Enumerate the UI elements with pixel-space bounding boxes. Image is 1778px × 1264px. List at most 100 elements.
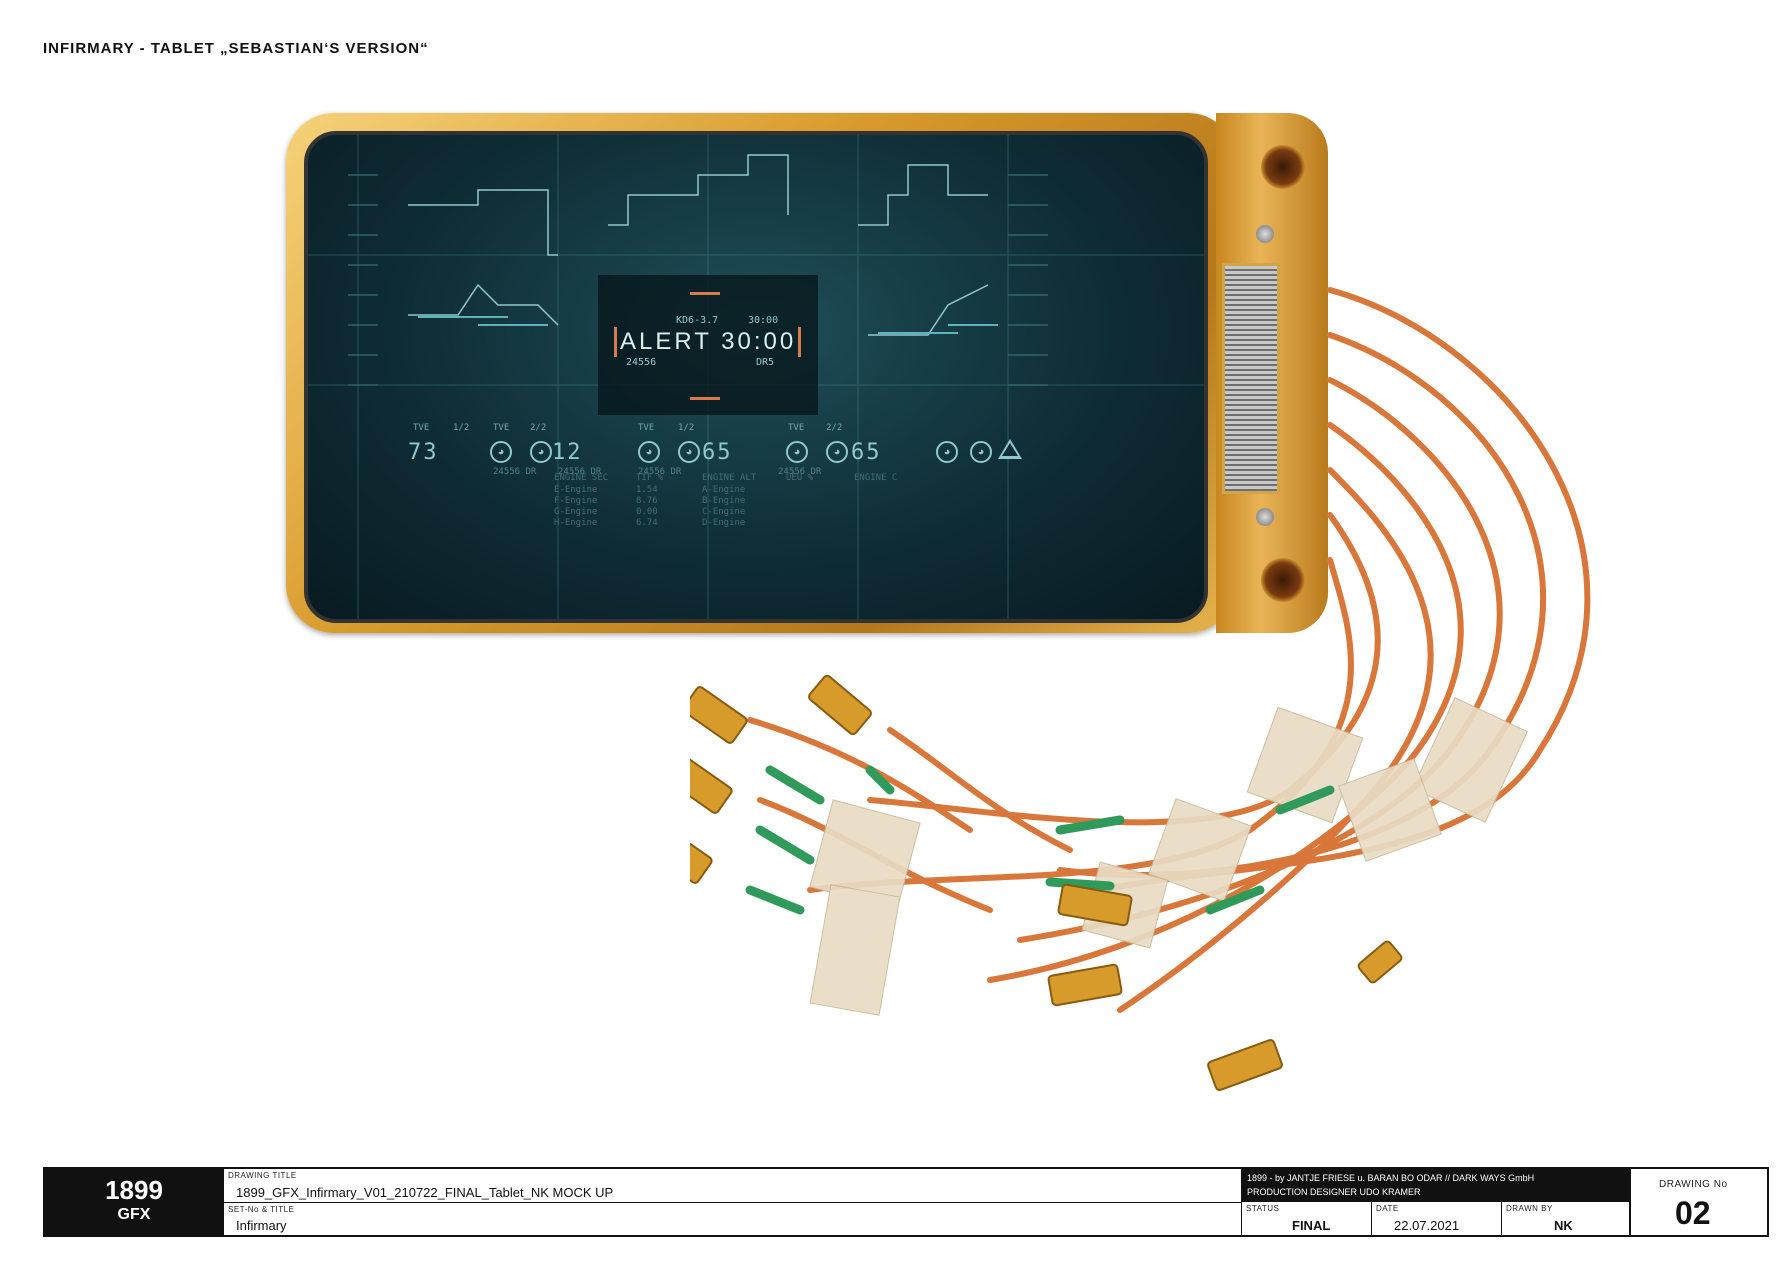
status-cell: STATUS FINAL: [1241, 1202, 1372, 1235]
gauge-icon: ◕: [638, 441, 660, 463]
readout-value: 65: [851, 440, 882, 465]
table-cell: 8.76: [636, 496, 658, 506]
sma-connector: [690, 826, 713, 884]
ribbon-connector: [1222, 263, 1280, 494]
drawing-title-caption: DRAWING TITLE: [228, 1171, 297, 1180]
sma-connector: [690, 756, 733, 814]
table-cell: 6.74: [636, 518, 658, 528]
screw-top: [1256, 225, 1274, 243]
alert-bottom-dash: [690, 397, 720, 400]
alert-panel: [598, 275, 818, 415]
warning-triangle-icon: [998, 439, 1022, 459]
table-cell: 1.54: [636, 485, 658, 495]
readout-label: 2/2: [826, 423, 843, 433]
set-caption: SET-No & TITLE: [228, 1205, 295, 1214]
sma-connector: [1057, 883, 1133, 927]
table-cell: D-Engine: [702, 518, 746, 528]
table-header: ENGINE C: [854, 473, 898, 483]
tablet-screen: KD6-3.7 30:00 ALERT 30:00 24556 DR5 TVE …: [304, 131, 1208, 623]
date-value: 22.07.2021: [1394, 1218, 1460, 1233]
shrink-tube: [765, 765, 825, 805]
readout-label: TVE: [788, 423, 805, 433]
sma-connector: [1047, 963, 1123, 1007]
mount-hole-bottom: [1261, 558, 1305, 602]
readout-sub: 24556 DR: [493, 467, 537, 477]
readout-sub: 24556 DR: [558, 467, 602, 477]
drawing-title: 1899_GFX_Infirmary_V01_210722_FINAL_Tabl…: [236, 1185, 614, 1200]
tablet-device: KD6-3.7 30:00 ALERT 30:00 24556 DR5 TVE …: [286, 113, 1328, 633]
shrink-tube: [1205, 885, 1265, 915]
alert-left-sub: 24556: [626, 357, 657, 368]
gauge-icon: ◕: [826, 441, 848, 463]
drawing-number: 02: [1675, 1195, 1711, 1231]
table-cell: 0.00: [636, 507, 658, 517]
table-header: ENGINE ALT: [702, 473, 757, 483]
table-cell: C-Engine: [702, 507, 746, 517]
shrink-tube: [1045, 877, 1115, 891]
cable-bundle: [690, 287, 1591, 1091]
cable: [1097, 287, 1591, 893]
tape-piece: [1411, 697, 1529, 823]
table-cell: G-Engine: [554, 507, 598, 517]
readout-label: 1/2: [678, 423, 695, 433]
alert-code: KD6-3.7: [676, 315, 719, 326]
shrink-tube: [1055, 815, 1125, 835]
table-header: UEU %: [786, 473, 814, 483]
drawing-number-cell: DRAWING No 02: [1629, 1169, 1769, 1235]
readout-value: 65: [702, 440, 733, 465]
tape-piece: [1338, 758, 1442, 862]
shrink-tube: [745, 885, 805, 915]
alert-left-bracket: [614, 327, 617, 357]
status-caption: STATUS: [1246, 1204, 1280, 1213]
alert-top-dash: [690, 292, 720, 295]
production-line2: PRODUCTION DESIGNER UDO KRAMER: [1247, 1187, 1421, 1197]
status-value: FINAL: [1292, 1218, 1331, 1233]
alert-right-bracket: [798, 327, 801, 357]
drawn-by-cell: DRAWN BY NK: [1501, 1202, 1630, 1235]
readout-label: TVE: [413, 423, 430, 433]
table-header: TIF %: [636, 473, 664, 483]
screw-bottom: [1256, 508, 1274, 526]
sma-connector: [808, 674, 872, 736]
table-cell: F-Engine: [554, 496, 598, 506]
date-caption: DATE: [1376, 1204, 1399, 1213]
readout-label: 2/2: [530, 423, 547, 433]
tape-piece: [1148, 798, 1252, 902]
gauge-icon: ◕: [786, 441, 808, 463]
gauge-icon: ◕: [678, 441, 700, 463]
table-cell: E-Engine: [554, 485, 598, 495]
date-cell: DATE 22.07.2021: [1371, 1202, 1502, 1235]
readout-label: 1/2: [453, 423, 470, 433]
divider: [224, 1202, 1242, 1203]
gauge-icon: ◕: [936, 441, 958, 463]
readout-label: TVE: [493, 423, 510, 433]
alert-right-sub: DR5: [756, 357, 775, 368]
shrink-tube: [865, 765, 895, 795]
drawn-by-value: NK: [1554, 1218, 1573, 1233]
shrink-tube: [755, 825, 815, 865]
gauge-icon: ◕: [490, 441, 512, 463]
readout-sub: 24556 DR: [778, 467, 822, 477]
table-cell: B-Engine: [702, 496, 746, 506]
alert-label: ALERT 30:00: [620, 328, 797, 355]
readout-value: 12: [552, 440, 583, 465]
readout-sub: 24556 DR: [638, 467, 682, 477]
table-cell: H-Engine: [554, 518, 598, 528]
gauge-icon: ◕: [530, 441, 552, 463]
table-header: ENGINE SEC: [554, 473, 609, 483]
mount-hole-top: [1261, 145, 1305, 189]
page-title: INFIRMARY - TABLET „SEBASTIAN‘S VERSION“: [43, 40, 429, 57]
gauge-icon: ◕: [970, 441, 992, 463]
shrink-tube: [1275, 785, 1335, 815]
sma-connector: [1207, 1039, 1283, 1091]
table-cell: A-Engine: [702, 485, 746, 495]
production-line1: 1899 - by JANTJE FRIESE u. BARAN BO ODAR…: [1247, 1173, 1535, 1183]
studio-line1: 1899: [105, 1175, 163, 1205]
readout-value: 73: [408, 440, 439, 465]
sma-connector: [690, 686, 748, 744]
sma-connector: [1357, 940, 1403, 984]
drawing-info-cell: DRAWING TITLE 1899_GFX_Infirmary_V01_210…: [223, 1169, 1242, 1235]
tape-piece: [809, 884, 901, 1016]
title-block: 1899 GFX DRAWING TITLE 1899_GFX_Infirmar…: [43, 1167, 1769, 1237]
cable: [887, 727, 1073, 853]
